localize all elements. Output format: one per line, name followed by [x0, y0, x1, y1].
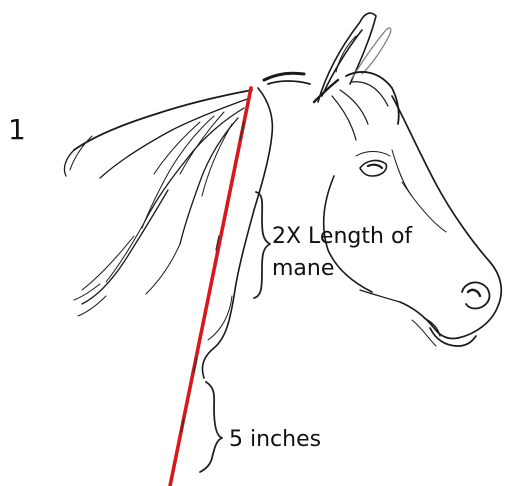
mane-length-label: 2X Length of	[272, 222, 412, 252]
mouth	[412, 318, 440, 346]
ears	[314, 13, 391, 102]
eye-icon	[356, 152, 390, 177]
lower-length-label: 5 inches	[229, 425, 321, 455]
nostril-icon	[462, 282, 489, 308]
mane-length-brace	[254, 192, 270, 298]
forelock	[264, 72, 399, 140]
lower-length-brace	[200, 382, 222, 472]
mane-length-label-continued: mane	[272, 254, 334, 284]
mane	[64, 90, 252, 316]
step-number: 1	[8, 114, 26, 146]
